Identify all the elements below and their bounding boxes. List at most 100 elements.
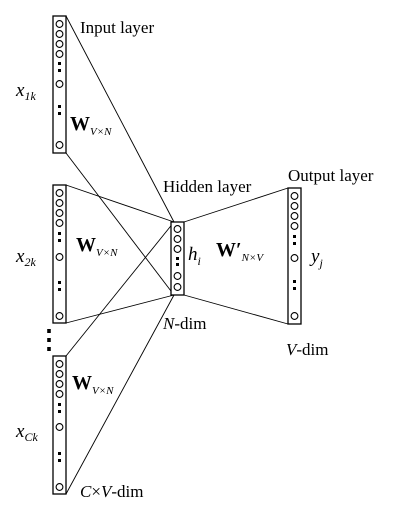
weight-bold: W [72, 372, 92, 394]
neuron [55, 20, 64, 28]
hidden-layer [170, 221, 185, 296]
input-dim-label: C×V-dim [80, 482, 143, 501]
edge-input1-bottom-to-hidden-bottom [65, 152, 175, 296]
neuron [55, 483, 64, 491]
ellipsis-dot [176, 257, 179, 260]
output-label: yj [309, 246, 323, 270]
weight-bold: W [76, 234, 96, 256]
ellipsis-dot [293, 280, 296, 283]
ellipsis-dot [58, 69, 61, 72]
weight-subscript: V×N [90, 126, 112, 138]
neuron [55, 312, 64, 320]
h-base: h [188, 244, 198, 265]
h-subscript: i [198, 254, 201, 268]
edge-input1-top-to-hidden-top [65, 15, 175, 223]
ellipsis-dot [58, 288, 61, 291]
ellipsis-dot [293, 242, 296, 245]
neuron [290, 312, 299, 320]
weight-prime-mark: ′ [236, 239, 242, 261]
edge-inputc-top-to-hidden-top [65, 221, 175, 357]
neuron [173, 283, 182, 291]
xck-subscript: Ck [24, 430, 38, 444]
output-weight-matrix-label: W′N×V [216, 239, 264, 264]
neuron [55, 199, 64, 207]
neuron [55, 209, 64, 217]
input-layer-1 [52, 15, 67, 154]
hidden-activation-label: hi [188, 244, 201, 268]
weight-matrix-c-label: WV×N [72, 372, 114, 397]
x2k-label: x2k [15, 246, 36, 269]
edge-hidden-top-to-output-top [183, 187, 289, 223]
cv-dim-text: -dim [111, 482, 143, 501]
neuron [55, 360, 64, 368]
ellipsis-dot [58, 410, 61, 413]
neuron [55, 219, 64, 227]
ellipsis-dot [58, 452, 61, 455]
cv-dim-times: × [91, 482, 101, 501]
ellipsis-dot [58, 112, 61, 115]
ellipsis-dot [58, 105, 61, 108]
x2k-base: x [15, 246, 25, 267]
input-layer-c [52, 355, 67, 495]
output-layer-title: Output layer [288, 166, 374, 185]
x1k-subscript: 1k [24, 89, 36, 103]
edge-inputc-bottom-to-hidden-bottom [65, 294, 175, 495]
ellipsis-dot [58, 403, 61, 406]
v-dim-var: V [286, 340, 299, 359]
output-layer [287, 187, 302, 325]
edge-input2-top-to-hidden-top [65, 184, 175, 223]
neuron [290, 222, 299, 230]
x2k-subscript: 2k [24, 255, 36, 269]
neuron [55, 423, 64, 431]
neuron [55, 370, 64, 378]
hidden-dim-label: N-dim [162, 314, 206, 333]
xck-label: xCk [15, 421, 38, 444]
output-dim-label: V-dim [286, 340, 329, 359]
input-layer-title: Input layer [80, 18, 154, 37]
weight-prime-bold: W [216, 239, 236, 261]
ellipsis-dot [58, 459, 61, 462]
neuron [290, 192, 299, 200]
neuron [55, 40, 64, 48]
neuron [173, 225, 182, 233]
v-dim-text: -dim [296, 340, 328, 359]
neuron [173, 245, 182, 253]
ellipsis-dot [293, 287, 296, 290]
x1k-label: x1k [15, 80, 36, 103]
neuron [55, 50, 64, 58]
ellipsis-dot [58, 239, 61, 242]
ellipsis-dot [58, 232, 61, 235]
neuron [55, 189, 64, 197]
weight-bold: W [70, 113, 90, 135]
neuron [173, 272, 182, 280]
ellipsis-dot [58, 281, 61, 284]
weight-prime-subscript: N×V [241, 252, 265, 264]
neuron [290, 202, 299, 210]
weight-matrix-2-label: WV×N [76, 234, 118, 259]
between-layers-ellipsis: ⋮ [36, 325, 62, 354]
weight-matrix-1-label: WV×N [70, 113, 112, 138]
y-subscript: j [317, 256, 323, 270]
connections [65, 15, 289, 495]
edge-hidden-bottom-to-output-bottom [183, 294, 289, 325]
x1k-base: x [15, 80, 25, 101]
weight-subscript: V×N [96, 247, 118, 259]
ellipsis-dot [293, 235, 296, 238]
input-layer-2 [52, 184, 67, 324]
n-dim-text: -dim [174, 314, 206, 333]
neuron [55, 141, 64, 149]
xck-base: x [15, 421, 25, 442]
neuron [55, 390, 64, 398]
neuron [55, 30, 64, 38]
ellipsis-dot [58, 62, 61, 65]
cv-dim-var1: C [80, 482, 92, 501]
y-base: y [309, 246, 320, 267]
ellipsis-dot [176, 263, 179, 266]
neuron [55, 80, 64, 88]
neuron [55, 253, 64, 261]
hidden-layer-title: Hidden layer [163, 177, 252, 196]
neuron [290, 254, 299, 262]
edge-input2-bottom-to-hidden-bottom [65, 294, 175, 324]
neuron [173, 235, 182, 243]
